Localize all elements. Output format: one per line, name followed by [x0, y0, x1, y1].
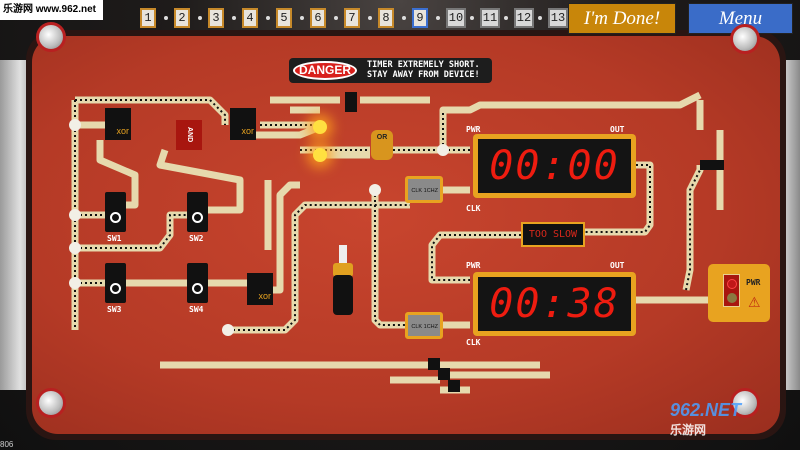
timer-value: 00:38: [478, 277, 631, 331]
level-separator: [300, 16, 304, 20]
xor-gate: xor: [247, 273, 273, 305]
switch-label: SW4: [189, 305, 204, 314]
level-button-13[interactable]: 13: [548, 8, 568, 28]
timer-value: 00:00: [478, 139, 631, 193]
or-gate: OR: [371, 130, 393, 160]
level-separator: [538, 16, 542, 20]
timer-display-1: 00:00: [473, 134, 636, 198]
pwr-label: PWR: [466, 261, 481, 270]
pwr-label: PWR: [466, 125, 481, 134]
resistor: [345, 92, 357, 112]
out-label: OUT: [610, 125, 625, 134]
clk-label: CLK: [466, 338, 481, 347]
danger-line1: TIMER EXTREMELY SHORT.: [367, 60, 480, 70]
bolt-icon: [36, 22, 66, 52]
level-button-10[interactable]: 10: [446, 8, 466, 28]
bolt-icon: [730, 24, 760, 54]
out-label: OUT: [610, 261, 625, 270]
level-separator: [368, 16, 372, 20]
level-separator: [504, 16, 508, 20]
level-button-3[interactable]: 3: [208, 8, 224, 28]
level-button-12[interactable]: 12: [514, 8, 534, 28]
resistor: [700, 160, 724, 170]
timer-display-2: 00:38: [473, 272, 636, 336]
danger-badge: DANGER: [293, 61, 357, 80]
switch-sw4[interactable]: [187, 263, 208, 303]
bolt-icon: [36, 388, 66, 418]
and-gate: AND: [176, 120, 202, 150]
level-button-8[interactable]: 8: [378, 8, 394, 28]
warning-icon: ⚠: [748, 294, 761, 310]
level-separator: [164, 16, 168, 20]
level-separator: [198, 16, 202, 20]
potentiometer-knob[interactable]: [331, 245, 355, 315]
clock-module: CLK 1CHZ: [405, 312, 443, 339]
level-button-5[interactable]: 5: [276, 8, 292, 28]
clk-label: CLK: [466, 204, 481, 213]
level-separator: [436, 16, 440, 20]
bolt-icon: [730, 388, 760, 418]
level-button-1[interactable]: 1: [140, 8, 156, 28]
xor-gate: xor: [230, 108, 256, 140]
level-button-2[interactable]: 2: [174, 8, 190, 28]
corner-text: 806: [0, 440, 14, 449]
switch-sw3[interactable]: [105, 263, 126, 303]
level-button-9[interactable]: 9: [412, 8, 428, 28]
level-separator: [266, 16, 270, 20]
level-button-7[interactable]: 7: [344, 8, 360, 28]
power-module: PWR ⚠: [708, 264, 770, 322]
level-separator: [402, 16, 406, 20]
danger-sign: DANGER TIMER EXTREMELY SHORT.STAY AWAY F…: [289, 58, 492, 83]
im-done-button[interactable]: I'm Done!: [568, 3, 676, 34]
level-button-6[interactable]: 6: [310, 8, 326, 28]
danger-line2: STAY AWAY FROM DEVICE!: [367, 70, 480, 80]
switch-label: SW1: [107, 234, 122, 243]
indicator-light: [313, 120, 327, 134]
level-button-4[interactable]: 4: [242, 8, 258, 28]
switch-sw2[interactable]: [187, 192, 208, 232]
level-separator: [470, 16, 474, 20]
switch-label: SW2: [189, 234, 204, 243]
level-separator: [232, 16, 236, 20]
xor-gate: xor: [105, 108, 131, 140]
level-button-11[interactable]: 11: [480, 8, 500, 28]
power-label: PWR: [746, 278, 761, 287]
switch-sw1[interactable]: [105, 192, 126, 232]
too-slow-indicator: TOO SLOW: [521, 222, 585, 247]
switch-label: SW3: [107, 305, 122, 314]
watermark: 乐游网 www.962.net: [0, 0, 103, 20]
indicator-light: [313, 148, 327, 162]
clock-module: CLK 1CHZ: [405, 176, 443, 203]
level-separator: [334, 16, 338, 20]
